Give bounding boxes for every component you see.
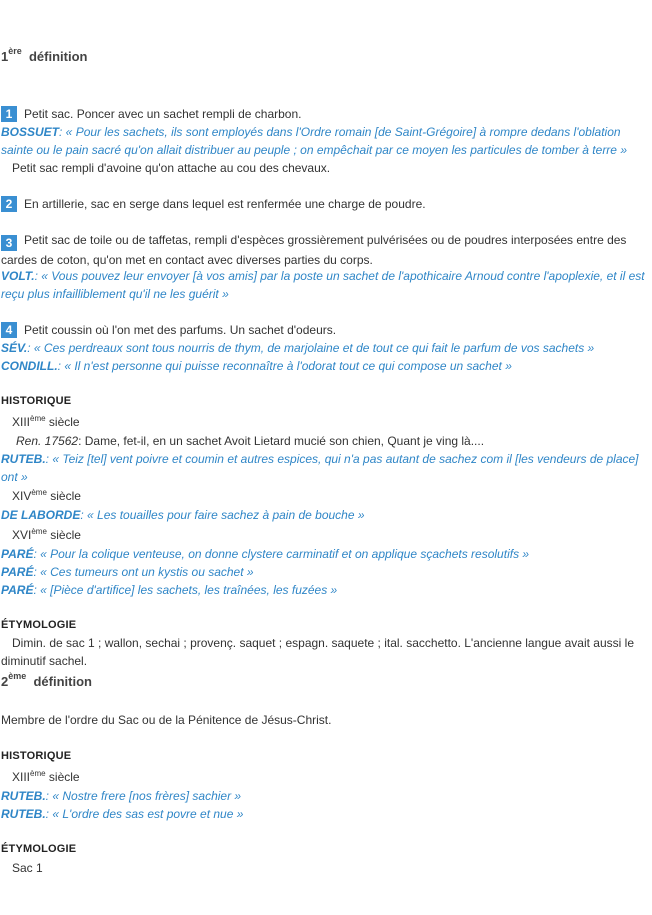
citation-author[interactable]: PARÉ	[1, 583, 34, 597]
sense-text: En artillerie, sac en serge dans lequel …	[24, 197, 426, 211]
citation-author[interactable]: RUTEB.	[1, 789, 46, 803]
century-ordinal: ème	[30, 769, 46, 778]
citation: PARÉ: « [Pièce d'artifice] les sachets, …	[1, 581, 337, 599]
citation-text: : « Teiz [tel] vent poivre et coumin et …	[1, 452, 639, 484]
citation-author[interactable]: VOLT.	[1, 269, 35, 283]
century-roman: XIII	[12, 415, 31, 429]
citation-text: : « Ces perdreaux sont tous nourris de t…	[27, 341, 595, 355]
citation-text: : « Il n'est personne qui puisse reconna…	[57, 359, 512, 373]
title-ordinal: ère	[8, 46, 22, 56]
citation: BOSSUET: « Pour les sachets, ils sont em…	[1, 123, 651, 159]
title-ordinal: ème	[8, 671, 27, 681]
century-word: siècle	[50, 528, 81, 542]
century-ordinal: ème	[31, 527, 47, 536]
citation-author[interactable]: RUTEB.	[1, 807, 46, 821]
sense-number-badge: 3	[1, 235, 17, 251]
citation-author[interactable]: DE LABORDE	[1, 508, 81, 522]
century-word: siècle	[50, 489, 81, 503]
sense-number-badge: 1	[1, 106, 17, 122]
citation: PARÉ: « Ces tumeurs ont un kystis ou sac…	[1, 563, 254, 581]
title-number: 2	[1, 674, 9, 689]
citation-text: : « Pour la colique venteuse, on donne c…	[33, 547, 530, 561]
citation: CONDILL.: « Il n'est personne qui puisse…	[1, 357, 512, 375]
sense-extra: Petit sac rempli d'avoine qu'on attache …	[12, 161, 331, 175]
citation-text: : « L'ordre des sas est povre et nue »	[45, 807, 244, 821]
sense-4: 4 Petit coussin où l'on met des parfums.…	[1, 321, 336, 339]
historique-heading: HISTORIQUE	[1, 750, 72, 762]
citation-text: : « [Pièce d'artifice] les sachets, les …	[33, 583, 338, 597]
century-ordinal: ème	[31, 488, 47, 497]
citation-text: : « Nostre frere [nos frères] sachier »	[45, 789, 242, 803]
citation-text: : « Pour les sachets, ils sont employés …	[1, 125, 627, 157]
quote-text: : Dame, fet-il, en un sachet Avoit Lieta…	[78, 434, 485, 448]
citation: RUTEB.: « L'ordre des sas est povre et n…	[1, 805, 243, 823]
citation-text: : « Ces tumeurs ont un kystis ou sachet …	[33, 565, 254, 579]
century-label: XVIème siècle	[12, 526, 81, 544]
century-label: XIVème siècle	[12, 487, 81, 505]
etymologie-heading: ÉTYMOLOGIE	[1, 843, 77, 855]
citation: PARÉ: « Pour la colique venteuse, on don…	[1, 545, 529, 563]
sense-number-badge: 4	[1, 322, 17, 338]
sense-2: 2 En artillerie, sac en serge dans leque…	[1, 195, 426, 213]
title-number: 1	[1, 49, 9, 64]
etymologie-heading: ÉTYMOLOGIE	[1, 619, 77, 631]
sense-text: Petit sac de toile ou de taffetas, rempl…	[1, 233, 627, 267]
citation-author[interactable]: CONDILL.	[1, 359, 58, 373]
century-word: siècle	[48, 415, 80, 429]
sense-text: Petit sac. Poncer avec un sachet rempli …	[24, 107, 302, 121]
citation: RUTEB.: « Nostre frere [nos frères] sach…	[1, 787, 241, 805]
title-word: définition	[33, 674, 92, 689]
century-roman: XIII	[12, 770, 31, 784]
citation-author[interactable]: BOSSUET	[1, 125, 60, 139]
etymologie-text: Dimin. de sac 1 ; wallon, sechai ; prove…	[1, 636, 634, 668]
definition-1-title: 1ère définition	[1, 46, 88, 65]
source-reference: Ren. 17562	[16, 434, 79, 448]
definition-2-title: 2ème définition	[1, 671, 92, 690]
citation-author[interactable]: RUTEB.	[1, 452, 46, 466]
century-word: siècle	[48, 770, 80, 784]
citation: RUTEB.: « Teiz [tel] vent poivre et coum…	[1, 450, 651, 486]
title-word: définition	[28, 49, 88, 64]
century-roman: XIV	[12, 489, 32, 503]
historique-heading: HISTORIQUE	[1, 395, 72, 407]
citation-author[interactable]: PARÉ	[1, 565, 34, 579]
citation-text: : « Les touailles pour faire sachez à pa…	[80, 508, 365, 522]
century-label: XIIIème siècle	[12, 768, 80, 786]
citation: VOLT.: « Vous pouvez leur envoyer [à vos…	[1, 267, 651, 303]
citation-author[interactable]: PARÉ	[1, 547, 34, 561]
sense-1: 1 Petit sac. Poncer avec un sachet rempl…	[1, 105, 301, 123]
century-roman: XVI	[12, 528, 32, 542]
historical-quote: Ren. 17562: Dame, fet-il, en un sachet A…	[16, 432, 484, 450]
century-ordinal: ème	[30, 414, 46, 423]
etymologie-text: Sac 1	[12, 861, 43, 875]
citation: DE LABORDE: « Les touailles pour faire s…	[1, 506, 365, 524]
definition-text: Membre de l'ordre du Sac ou de la Pénite…	[1, 713, 332, 727]
sense-text: Petit coussin où l'on met des parfums. U…	[24, 323, 337, 337]
citation-text: : « Vous pouvez leur envoyer [à vos amis…	[1, 269, 645, 301]
century-label: XIIIème siècle	[12, 413, 80, 431]
citation: SÉV.: « Ces perdreaux sont tous nourris …	[1, 339, 594, 357]
citation-author[interactable]: SÉV.	[1, 341, 28, 355]
sense-number-badge: 2	[1, 196, 17, 212]
